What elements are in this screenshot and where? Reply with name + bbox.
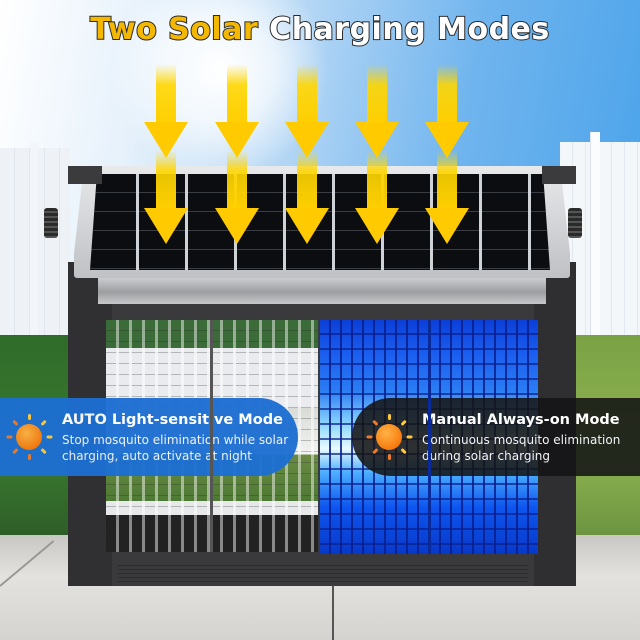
- sun-icon: [6, 414, 52, 460]
- arrow-down-icon: [215, 150, 259, 246]
- panel-corner-left: [68, 166, 102, 184]
- arrow-down-icon: [355, 150, 399, 246]
- auto-mode-badge: AUTO Light-sensitive Mode Stop mosquito …: [0, 398, 298, 476]
- page-title: Two Solar Charging Modes: [0, 11, 640, 48]
- arrow-down-icon: [285, 150, 329, 246]
- title-rest: Charging Modes: [268, 11, 550, 48]
- sun-icon: [366, 414, 412, 460]
- arrow-down-icon: [425, 150, 469, 246]
- manual-mode-title: Manual Always-on Mode: [422, 411, 620, 428]
- arrow-down-icon: [144, 64, 188, 160]
- arrow-down-icon: [285, 64, 329, 160]
- fence-left: [0, 142, 70, 338]
- arrow-down-icon: [425, 64, 469, 160]
- arrow-down-icon: [355, 64, 399, 160]
- arrow-down-icon: [144, 150, 188, 246]
- panel-corner-right: [542, 166, 576, 184]
- title-highlight: Two Solar: [89, 11, 259, 48]
- manual-mode-badge: Manual Always-on Mode Continuous mosquit…: [352, 398, 640, 476]
- auto-mode-title: AUTO Light-sensitive Mode: [62, 411, 283, 428]
- auto-mode-desc-line2: charging, auto activate at night: [62, 448, 252, 463]
- bottom-vent: [118, 562, 528, 584]
- auto-mode-desc-line1: Stop mosquito elimination while solar: [62, 432, 289, 447]
- arrow-down-icon: [215, 64, 259, 160]
- tilt-knob-right[interactable]: [568, 208, 582, 238]
- manual-mode-desc-line2: during solar charging: [422, 448, 551, 463]
- tilt-knob-left[interactable]: [44, 208, 58, 238]
- manual-mode-desc-line1: Continuous mosquito elimination: [422, 432, 621, 447]
- panel-aluminum-rail: [98, 274, 546, 304]
